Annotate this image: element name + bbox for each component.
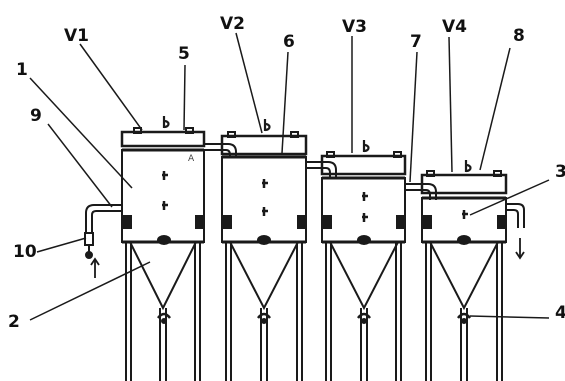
label-7: 7 bbox=[410, 32, 422, 52]
marker-a: A bbox=[188, 154, 195, 164]
inlet-pipe bbox=[84, 204, 122, 259]
label-3: 3 bbox=[555, 162, 565, 182]
label-v2: V2 bbox=[220, 14, 245, 34]
outlet-pipe bbox=[506, 203, 525, 228]
label-8: 8 bbox=[513, 26, 525, 46]
label-9: 9 bbox=[30, 106, 42, 126]
tank-v4 bbox=[420, 160, 508, 381]
tank-v2 bbox=[220, 119, 308, 381]
overflow-pipes bbox=[204, 143, 437, 200]
label-v1: V1 bbox=[64, 26, 89, 46]
tank-v3 bbox=[320, 140, 407, 381]
label-10: 10 bbox=[13, 242, 37, 262]
tank-v1 bbox=[120, 116, 206, 381]
leader-lines bbox=[29, 32, 550, 321]
label-6: 6 bbox=[283, 32, 295, 52]
label-v3: V3 bbox=[342, 17, 367, 37]
label-1: 1 bbox=[16, 60, 28, 80]
outflow-arrow bbox=[515, 238, 525, 260]
label-4: 4 bbox=[555, 303, 565, 323]
label-v4: V4 bbox=[442, 17, 467, 37]
label-5: 5 bbox=[178, 44, 190, 64]
label-2: 2 bbox=[8, 312, 20, 332]
inflow-arrow bbox=[90, 257, 100, 278]
